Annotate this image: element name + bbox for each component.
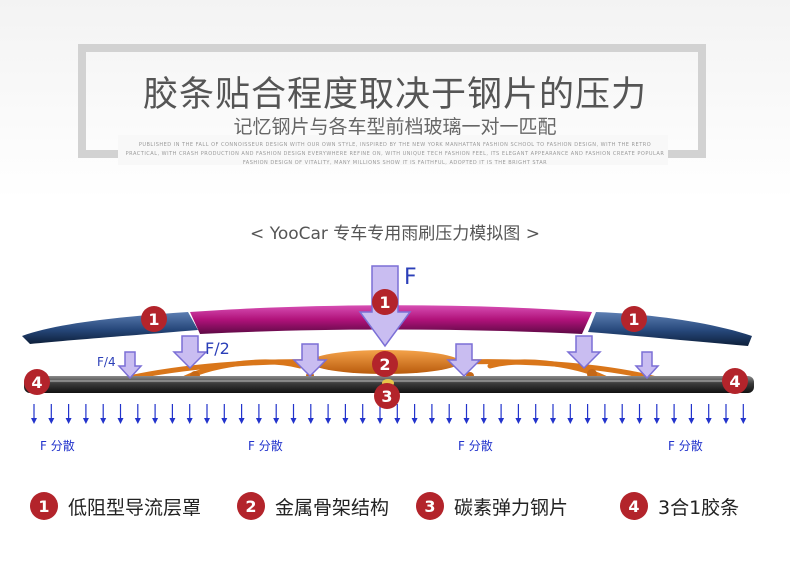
dispersion-arrow-head: [204, 418, 210, 424]
arrow-half-mid-left: [292, 343, 328, 378]
dispersion-arrow-head: [255, 418, 262, 424]
legend-label: 碳素弹力钢片: [454, 496, 569, 519]
dispersion-arrow-head: [117, 418, 124, 424]
arrow-quarter-right: [634, 351, 660, 380]
page-subtitle: 记忆钢片与各车型前档玻璃一对一匹配: [233, 116, 557, 138]
dispersion-arrow-head: [48, 418, 55, 424]
badge-1-left: 1: [141, 306, 167, 332]
dispersion-arrow-head: [325, 418, 332, 424]
dispersion-label-4: F 分散: [668, 438, 703, 453]
dispersion-arrow-head: [480, 418, 487, 424]
legend-badge: 3: [416, 492, 444, 520]
dispersion-arrow-head: [515, 418, 522, 424]
dispersion-arrow-head: [238, 418, 245, 424]
fine-print: PUBLISHED IN THE FALL OF CONNOISSEUR DES…: [125, 142, 665, 166]
dispersion-arrow-head: [134, 418, 141, 424]
legend-item-4: 4 3合1胶条: [620, 488, 739, 524]
badge-4-left: 4: [24, 369, 50, 395]
dispersion-arrow-head: [740, 418, 747, 424]
dispersion-arrow-head: [550, 418, 556, 424]
title-frame-gap: [118, 135, 668, 165]
header-background: [0, 0, 790, 200]
legend-label: 低阻型导流层罩: [68, 496, 202, 519]
diagram-title: < YooCar 专车专用雨刷压力模拟图 >: [250, 224, 540, 244]
force-label-half: F/2: [205, 339, 230, 358]
legend-badge: 2: [237, 492, 265, 520]
svg-text:4: 4: [729, 372, 740, 391]
badge-1-center: 1: [372, 289, 398, 315]
arrow-half-right: [566, 335, 602, 370]
dispersion-arrow-head: [394, 418, 401, 424]
spoiler-left: [22, 312, 198, 344]
dispersion-arrow-head: [152, 418, 159, 424]
dispersion-arrow-head: [307, 418, 314, 424]
legend-label: 3合1胶条: [658, 496, 740, 519]
dispersion-arrow-head: [342, 418, 349, 424]
page-title: 胶条贴合程度取决于钢片的压力: [142, 75, 647, 115]
arrow-half-mid-right: [446, 343, 482, 378]
dispersion-arrow-head: [100, 418, 107, 424]
dispersion-arrow-head: [411, 418, 418, 424]
dispersion-arrow-head: [359, 418, 366, 424]
arrow-quarter-left: [117, 351, 143, 380]
dispersion-arrow-head: [723, 418, 729, 424]
dispersion-label-3: F 分散: [458, 438, 493, 453]
dispersion-arrow-head: [688, 418, 695, 424]
dispersion-arrow-head: [446, 418, 453, 424]
badge-1-right: 1: [621, 306, 647, 332]
arrow-half-left: [172, 335, 208, 370]
dispersion-arrow-head: [653, 418, 660, 424]
wiper-pressure-diagram: F F/2 F/4 F 分散 F 分散 F 分散 F 分散 1 1 1 2 3 …: [22, 265, 754, 453]
force-label-quarter: F/4: [97, 355, 116, 369]
svg-text:2: 2: [379, 355, 390, 374]
dispersion-arrow-head: [186, 418, 193, 424]
svg-text:1: 1: [379, 293, 390, 312]
dispersion-arrows: [31, 404, 747, 424]
dispersion-arrow-head: [428, 418, 435, 424]
legend-item-3: 3 碳素弹力钢片: [416, 488, 568, 524]
dispersion-arrow-head: [601, 418, 608, 424]
dispersion-label-1: F 分散: [40, 438, 75, 453]
svg-text:4: 4: [31, 373, 42, 392]
legend-badge: 4: [620, 492, 648, 520]
force-label-main: F: [404, 265, 417, 290]
dispersion-arrow-head: [498, 418, 505, 424]
legend-item-2: 2 金属骨架结构: [237, 488, 389, 524]
spoiler-right: [588, 312, 752, 346]
dispersion-arrow-head: [463, 418, 470, 424]
dispersion-arrow-head: [671, 418, 678, 424]
dispersion-arrow-head: [82, 418, 89, 424]
badge-2: 2: [372, 351, 398, 377]
dispersion-arrow-head: [65, 418, 72, 424]
badge-4-right: 4: [722, 368, 748, 394]
badge-3: 3: [374, 383, 400, 409]
dispersion-arrow-head: [705, 418, 712, 424]
dispersion-arrow-head: [290, 418, 297, 424]
legend-label: 金属骨架结构: [275, 496, 390, 519]
dispersion-arrow-head: [567, 418, 574, 424]
dispersion-arrow-head: [221, 418, 228, 424]
dispersion-arrow-head: [169, 418, 176, 424]
dispersion-label-2: F 分散: [248, 438, 283, 453]
legend-badge: 1: [30, 492, 58, 520]
dispersion-arrow-head: [619, 418, 626, 424]
svg-text:1: 1: [628, 310, 639, 329]
svg-text:3: 3: [381, 387, 392, 406]
dispersion-arrow-head: [636, 418, 643, 424]
legend-item-1: 1 低阻型导流层罩: [30, 488, 201, 524]
svg-text:1: 1: [148, 310, 159, 329]
dispersion-arrow-head: [273, 418, 280, 424]
dispersion-arrow-head: [532, 418, 539, 424]
legend: 1 低阻型导流层罩 2 金属骨架结构 3 碳素弹力钢片 4 3合1胶条: [0, 488, 790, 524]
dispersion-arrow-head: [31, 418, 37, 424]
dispersion-arrow-head: [584, 418, 591, 424]
dispersion-arrow-head: [377, 418, 383, 424]
